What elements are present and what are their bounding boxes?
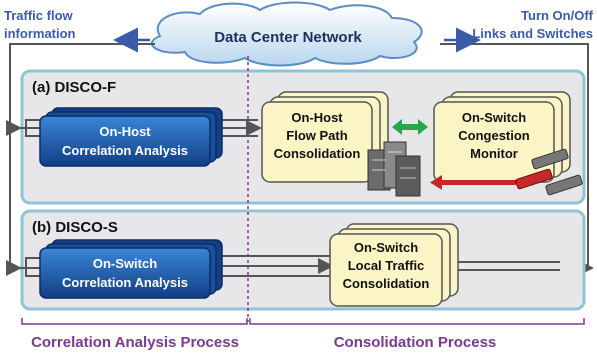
- right-note-line2: Links and Switches: [472, 26, 593, 41]
- s-consolidation-line3: Consolidation: [343, 276, 430, 291]
- s-consolidation-line2: Local Traffic: [348, 258, 425, 273]
- f-monitor-stack: [433, 91, 571, 183]
- f-consolidation-stack: [261, 91, 389, 183]
- s-analysis-line1: On-Switch: [93, 256, 157, 271]
- panel-s-flow-lines: [18, 255, 560, 277]
- green-double-arrow: [392, 119, 428, 135]
- correlation-process-label: Correlation Analysis Process: [31, 334, 239, 351]
- s-analysis-line2: Correlation Analysis: [62, 275, 188, 290]
- right-note-line1: Turn On/Off: [521, 8, 594, 23]
- f-monitor-line1: On-Switch: [462, 110, 526, 125]
- f-consolidation-line2: Flow Path: [286, 128, 347, 143]
- s-consolidation-line1: On-Switch: [354, 240, 418, 255]
- panel-s-title: (b) DISCO-S: [32, 219, 118, 236]
- s-consolidation-stack: [329, 223, 459, 307]
- left-note-line2: information: [4, 26, 76, 41]
- network-cloud: [151, 1, 423, 67]
- network-switch-icon: [515, 148, 583, 196]
- server-rack-icon: [367, 141, 421, 197]
- bottom-brackets: [21, 318, 585, 325]
- panel-f-flow-lines: [18, 119, 262, 137]
- f-analysis-line1: On-Host: [99, 124, 151, 139]
- panel-f-title: (a) DISCO-F: [32, 79, 116, 96]
- network-label: Data Center Network: [214, 29, 362, 46]
- left-note-line1: Traffic flow: [4, 8, 74, 23]
- f-monitor-line3: Monitor: [470, 146, 518, 161]
- f-analysis-line2: Correlation Analysis: [62, 143, 188, 158]
- consolidation-process-label: Consolidation Process: [334, 334, 497, 351]
- red-arrow: [430, 175, 516, 190]
- f-consolidation-line3: Consolidation: [274, 146, 361, 161]
- feedback-lines: [6, 43, 594, 276]
- f-consolidation-line1: On-Host: [291, 110, 343, 125]
- s-analysis-stack: [39, 239, 223, 299]
- f-analysis-stack: [39, 107, 223, 167]
- f-monitor-line2: Congestion: [458, 128, 530, 143]
